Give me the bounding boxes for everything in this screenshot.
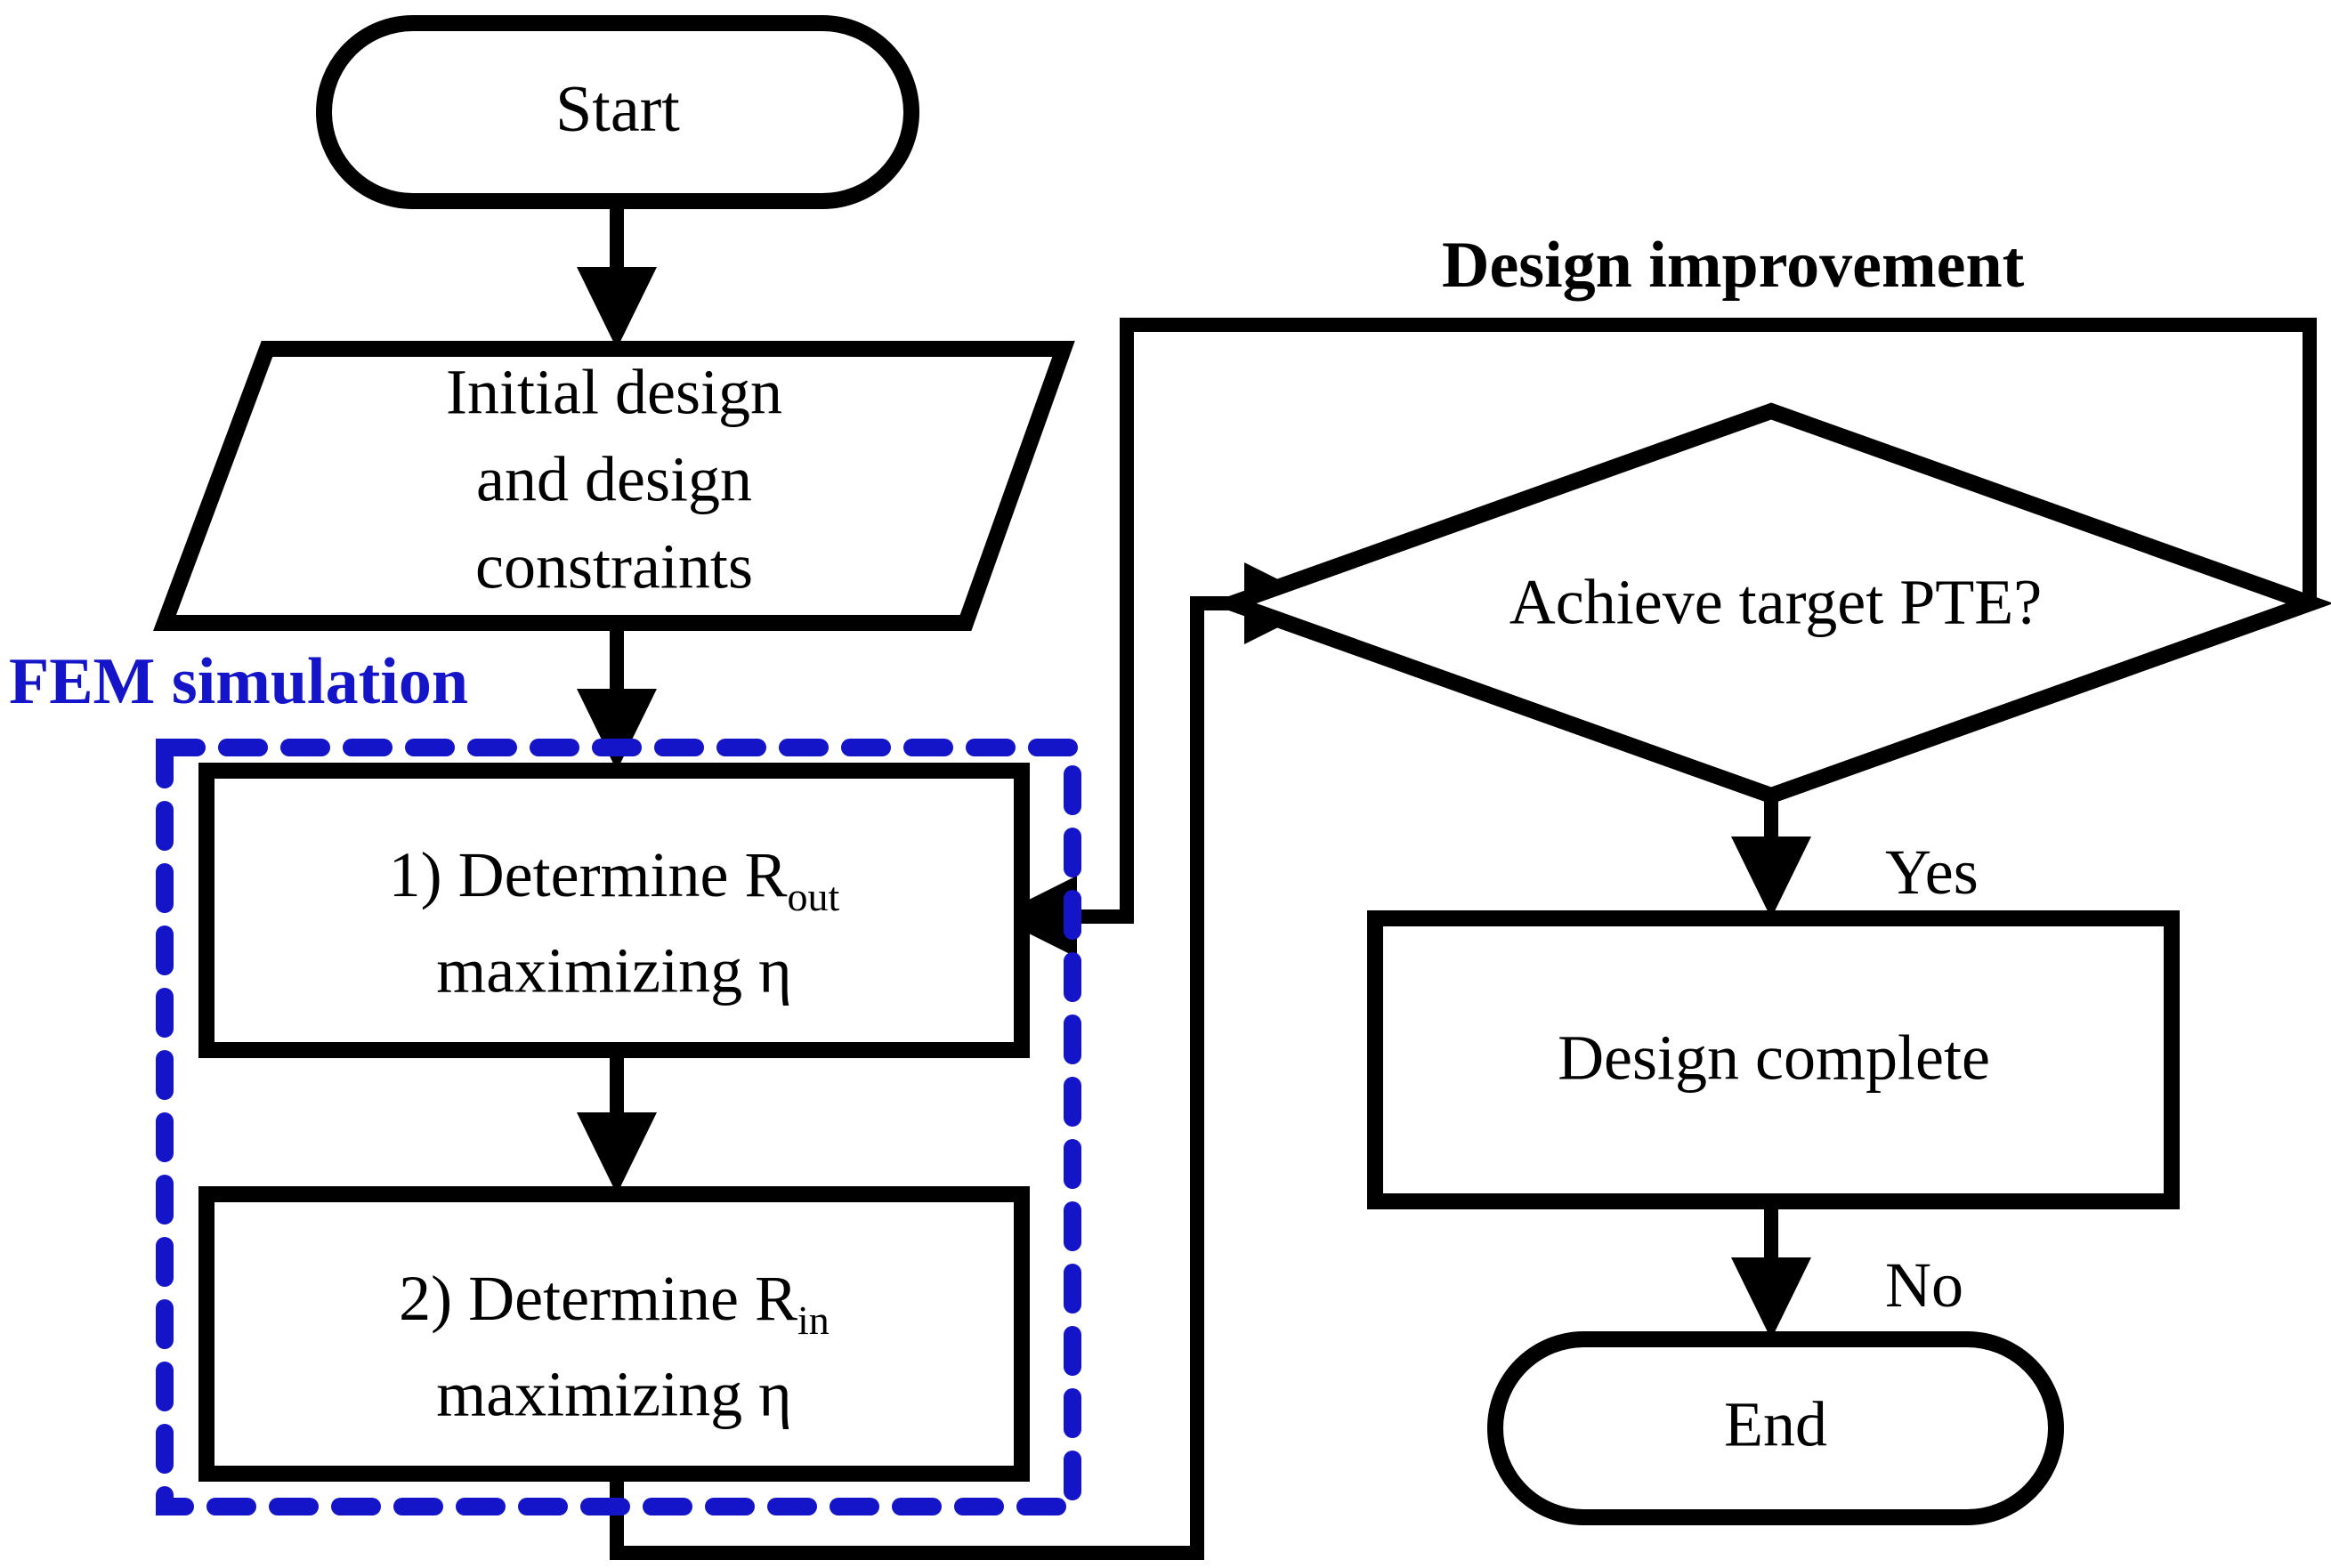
connector-initial-design-to-step1: [577, 623, 657, 771]
node-end[interactable]: End: [1487, 1331, 2064, 1525]
connector-start-to-initial-design: [577, 205, 657, 349]
initial-design-line3: constraints: [475, 531, 753, 602]
start-label: Start: [555, 73, 680, 146]
initial-design-line1: Initial design: [446, 357, 782, 428]
step2-prefix: 2) Determine R: [399, 1263, 797, 1334]
decision-label: Achieve target PTE?: [1509, 567, 2042, 638]
design-improvement-label: Design improvement: [1442, 229, 2025, 302]
end-label: End: [1724, 1389, 1827, 1460]
arrowhead-left: [995, 876, 1077, 958]
node-start[interactable]: Start: [316, 15, 919, 209]
step1-line1: 1) Determine Rout: [389, 839, 840, 919]
node-step1[interactable]: 1) Determine Rout maximizing η: [198, 763, 1030, 1058]
arrowhead-down: [577, 1112, 657, 1194]
initial-design-shape: [153, 341, 1075, 631]
node-initial-design[interactable]: Initial design and design constraints: [153, 341, 1075, 631]
design-complete-label: Design complete: [1558, 1022, 1990, 1094]
connector-decision-to-design-complete: [1731, 801, 1811, 918]
connector-step1-to-step2: [577, 1050, 657, 1194]
initial-design-line2: and design: [476, 444, 752, 515]
step1-subscript: out: [788, 874, 840, 919]
connector-decision-feedback-to-step1: [995, 318, 2317, 958]
decision-shape: [1209, 402, 2331, 804]
arrowhead-down: [1731, 1257, 1811, 1339]
node-design-complete[interactable]: Design complete: [1367, 910, 2180, 1209]
fem-simulation-group-box: [156, 739, 1081, 1515]
step2-shape: [198, 1186, 1030, 1482]
step1-line2: maximizing η: [436, 935, 792, 1006]
arrowhead-down: [577, 267, 657, 349]
step2-line1: 2) Determine Rin: [399, 1263, 830, 1343]
start-shape: [316, 15, 919, 209]
step1-prefix: 1) Determine R: [389, 839, 788, 910]
node-decision[interactable]: Achieve target PTE?: [1209, 402, 2331, 804]
step2-subscript: in: [797, 1297, 830, 1343]
design-complete-shape: [1367, 910, 2180, 1209]
no-branch-label: No: [1885, 1249, 1963, 1321]
fem-simulation-label: FEM simulation: [9, 645, 468, 718]
end-shape: [1487, 1331, 2064, 1525]
connector-design-complete-to-end: [1731, 1201, 1811, 1339]
step1-shape: [198, 763, 1030, 1058]
node-step2[interactable]: 2) Determine Rin maximizing η: [198, 1186, 1030, 1482]
step2-line2: maximizing η: [436, 1359, 792, 1430]
arrowhead-down: [1731, 837, 1811, 918]
arrowhead-down: [577, 689, 657, 771]
yes-branch-label: Yes: [1885, 837, 1979, 908]
